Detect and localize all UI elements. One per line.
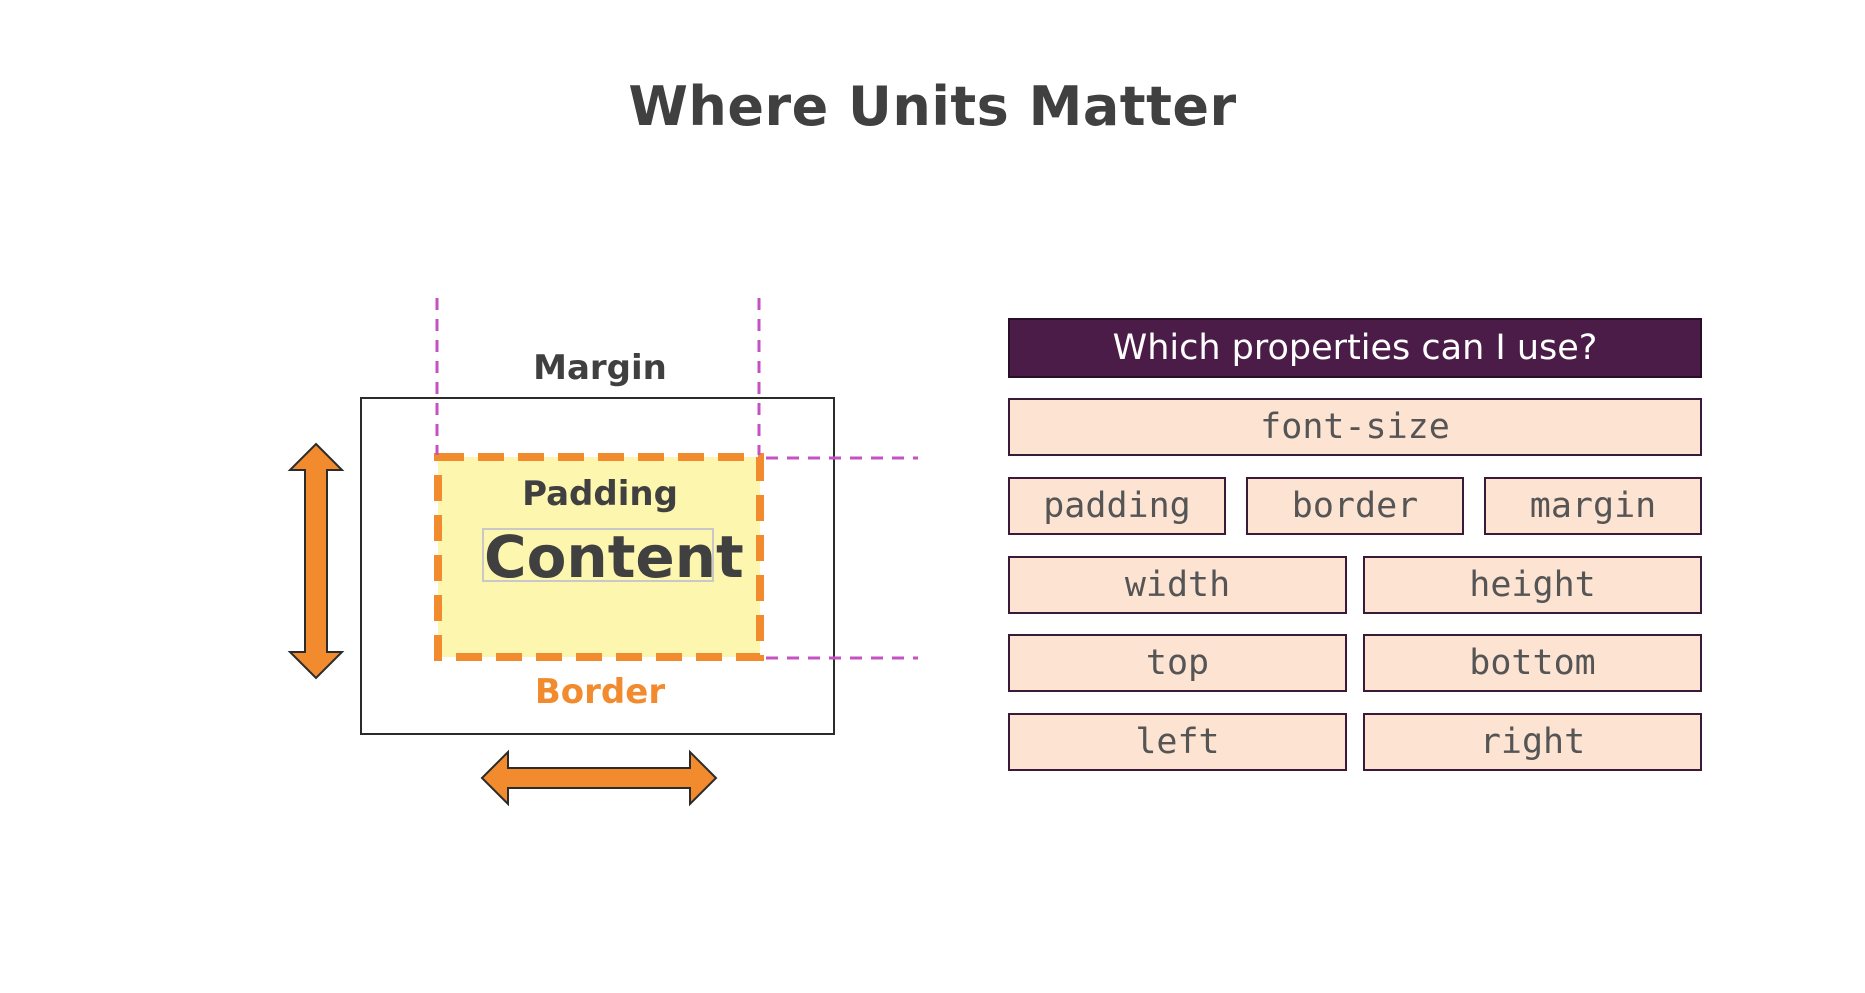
prop-width: width <box>1008 556 1347 614</box>
prop-bottom: bottom <box>1363 634 1702 692</box>
vertical-arrow-icon <box>287 442 345 680</box>
border-label: Border <box>534 672 666 712</box>
margin-box <box>360 397 835 735</box>
padding-area <box>434 453 764 661</box>
horizontal-arrow-icon <box>480 749 718 807</box>
guide-lines <box>435 298 918 660</box>
margin-label: Margin <box>533 348 667 388</box>
prop-right: right <box>1363 713 1702 771</box>
page-title: Where Units Matter <box>628 75 1237 138</box>
prop-top: top <box>1008 634 1347 692</box>
content-label: Content <box>482 523 744 591</box>
prop-border: border <box>1246 477 1464 535</box>
prop-margin: margin <box>1484 477 1702 535</box>
prop-padding: padding <box>1008 477 1226 535</box>
prop-left: left <box>1008 713 1347 771</box>
prop-height: height <box>1363 556 1702 614</box>
padding-label: Padding <box>522 474 678 514</box>
prop-font-size: font-size <box>1008 398 1702 456</box>
properties-header: Which properties can I use? <box>1008 318 1702 378</box>
